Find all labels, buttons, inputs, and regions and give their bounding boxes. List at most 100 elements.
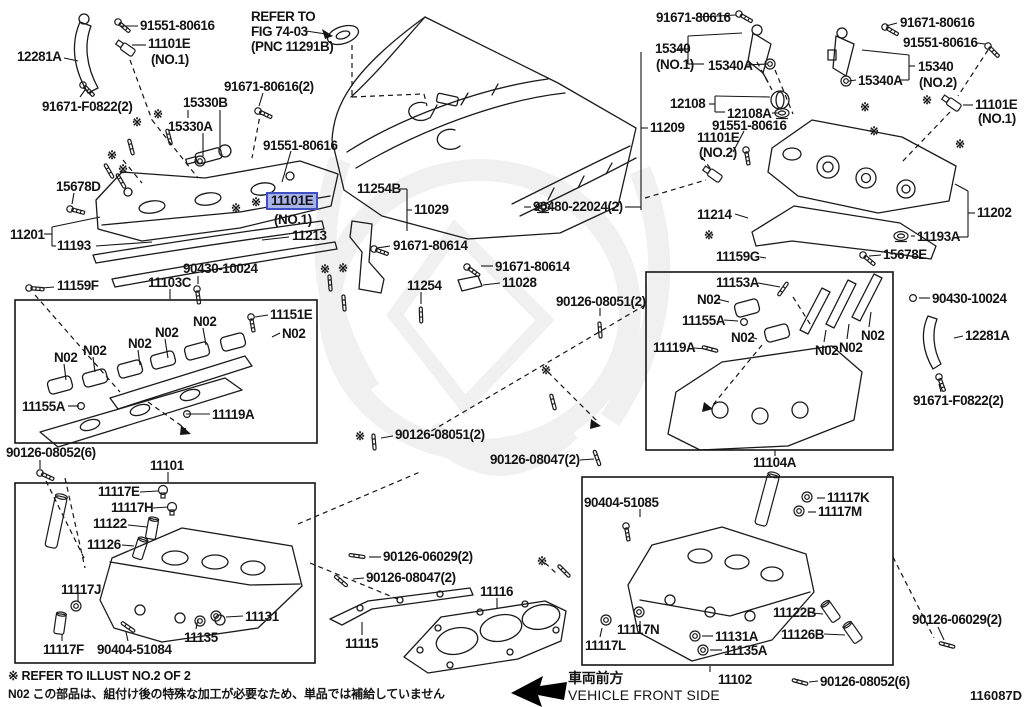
part-number-label[interactable]: 11122 (93, 516, 127, 531)
part-number-label[interactable]: 11202 (977, 205, 1012, 220)
part-number-label[interactable]: 11117M (818, 504, 862, 519)
part-number-label[interactable]: 11159G (716, 249, 760, 264)
part-number-label[interactable]: 11131A (715, 629, 759, 644)
part-number-label[interactable]: 91551-80616 (263, 138, 338, 153)
part-number-label[interactable]: 90126-08047(2) (490, 452, 580, 467)
part-number-label[interactable]: 11102 (718, 672, 752, 687)
part-number-label[interactable]: 90126-08047(2) (366, 570, 456, 585)
part-number-label[interactable]: 15340A (708, 58, 753, 73)
part-number-label[interactable]: 91551-80616 (903, 35, 978, 50)
part-number-label[interactable]: (PNC 11291B) (251, 39, 334, 54)
part-number-label[interactable]: N02 (839, 340, 863, 355)
part-number-label[interactable]: 91671-F0822(2) (913, 393, 1004, 408)
part-number-label[interactable]: 15678E (883, 247, 927, 262)
part-number-label[interactable]: 11103C (148, 275, 192, 290)
part-number-label[interactable]: 11117E (98, 484, 140, 499)
part-number-label[interactable]: 11101 (150, 458, 184, 473)
part-number-label[interactable]: (NO.1) (978, 111, 1016, 126)
part-number-label[interactable]: 11126 (87, 537, 121, 552)
part-number-label[interactable]: 11117L (585, 638, 626, 653)
part-number-label[interactable]: 11126B (781, 627, 825, 642)
part-number-label[interactable]: 91671-80616 (656, 10, 731, 25)
part-number-label[interactable]: 11213 (292, 228, 327, 243)
part-number-label[interactable]: 11101E (148, 36, 191, 51)
part-number-label[interactable]: FIG 74-03 (251, 24, 308, 39)
part-number-label[interactable]: REFER TO (251, 9, 316, 24)
part-number-label[interactable]: 15340 (655, 41, 691, 56)
part-number-label[interactable]: 11193 (57, 238, 91, 253)
part-number-label[interactable]: 12108A (727, 106, 772, 121)
part-number-label[interactable]: N02 (861, 328, 885, 343)
part-number-label[interactable]: N02 (83, 343, 107, 358)
part-number-label[interactable]: 11214 (697, 207, 732, 222)
part-number-label[interactable]: N02 (128, 336, 152, 351)
part-number-label[interactable]: 11029 (414, 202, 449, 217)
part-number-label[interactable]: (NO.2) (699, 145, 737, 160)
part-number-label[interactable]: 11116 (480, 584, 514, 599)
part-number-label[interactable]: 90126-08052(6) (820, 674, 910, 689)
part-number-label[interactable]: 90430-10024 (932, 291, 1007, 306)
part-number-label[interactable]: 11131 (245, 609, 279, 624)
part-number-label[interactable]: 11117K (827, 490, 870, 505)
part-number-label[interactable]: 11119A (653, 340, 696, 355)
part-number-label[interactable]: 11201 (10, 227, 45, 242)
part-number-label[interactable]: N02 (697, 292, 721, 307)
part-number-label[interactable]: 11209 (650, 120, 685, 135)
part-number-label[interactable]: 90430-10024 (183, 261, 258, 276)
part-number-label[interactable]: 90126-06029(2) (383, 549, 473, 564)
part-number-label[interactable]: 11117F (43, 642, 84, 657)
part-number-label[interactable]: N02 (155, 325, 179, 340)
part-number-label[interactable]: 11155A (22, 399, 66, 414)
part-number-label[interactable]: (NO.1) (151, 52, 189, 67)
part-number-label[interactable]: N02 (193, 314, 217, 329)
part-number-label[interactable]: 11122B (773, 605, 817, 620)
part-number-label[interactable]: 15330B (183, 95, 228, 110)
part-number-label[interactable]: 91671-80616(2) (224, 79, 314, 94)
part-number-label[interactable]: 90480-22024(2) (533, 199, 623, 214)
part-number-label[interactable]: N02 (731, 330, 755, 345)
part-number-label[interactable]: 15340A (858, 73, 903, 88)
part-number-label[interactable]: 11155A (682, 313, 726, 328)
part-number-label[interactable]: 11117N (617, 622, 660, 637)
part-number-label[interactable]: 90126-08051(2) (556, 294, 646, 309)
part-number-label[interactable]: 90126-08052(6) (6, 445, 96, 460)
part-number-label[interactable]: 11254 (407, 278, 442, 293)
part-number-label[interactable]: 11159F (57, 278, 99, 293)
part-number-label[interactable]: 91671-80614 (393, 238, 468, 253)
part-number-label[interactable]: 11193A (917, 229, 961, 244)
part-number-label[interactable]: N02 (815, 343, 839, 358)
part-number-label[interactable]: 11119A (212, 407, 255, 422)
part-number-label[interactable]: 11101E (697, 130, 740, 145)
part-number-label[interactable]: 12281A (17, 49, 62, 64)
part-number-label[interactable]: N02 (282, 326, 306, 341)
part-number-label[interactable]: 91551-80616 (712, 118, 787, 133)
part-number-label[interactable]: 91671-80614 (495, 259, 570, 274)
part-number-label[interactable]: 90126-06029(2) (912, 612, 1002, 627)
part-number-label[interactable]: N02 (54, 350, 78, 365)
part-number-label[interactable]: 11254B (357, 181, 401, 196)
part-number-label[interactable]: 11117J (61, 582, 102, 597)
part-number-label[interactable]: 11135A (724, 643, 768, 658)
part-number-label[interactable]: 11101E (975, 97, 1018, 112)
part-number-label[interactable]: 15340 (918, 59, 954, 74)
part-number-label[interactable]: 11028 (502, 275, 537, 290)
part-number-label[interactable]: (NO.1) (274, 212, 312, 227)
part-number-label[interactable]: 15678D (56, 179, 101, 194)
part-number-label[interactable]: 90404-51084 (97, 642, 172, 657)
part-number-label[interactable]: 91671-F0822(2) (42, 99, 133, 114)
part-number-label[interactable]: 11135 (184, 630, 218, 645)
part-number-label[interactable]: 91551-80616 (140, 18, 215, 33)
part-number-label-highlighted[interactable]: 11101E (266, 192, 319, 211)
part-number-label[interactable]: (NO.2) (919, 75, 957, 90)
part-number-label[interactable]: 11115 (345, 636, 379, 651)
part-number-label[interactable]: 11151E (270, 307, 313, 322)
part-number-label[interactable]: 11104A (753, 455, 797, 470)
part-number-label[interactable]: 11153A (716, 275, 760, 290)
part-number-label[interactable]: 12281A (965, 328, 1010, 343)
part-number-label[interactable]: 12108 (670, 96, 706, 111)
part-number-label[interactable]: 11117H (111, 500, 154, 515)
part-number-label[interactable]: 90404-51085 (584, 495, 659, 510)
part-number-label[interactable]: 15330A (168, 119, 213, 134)
part-number-label[interactable]: 90126-08051(2) (395, 427, 485, 442)
part-number-label[interactable]: 91671-80616 (900, 15, 975, 30)
